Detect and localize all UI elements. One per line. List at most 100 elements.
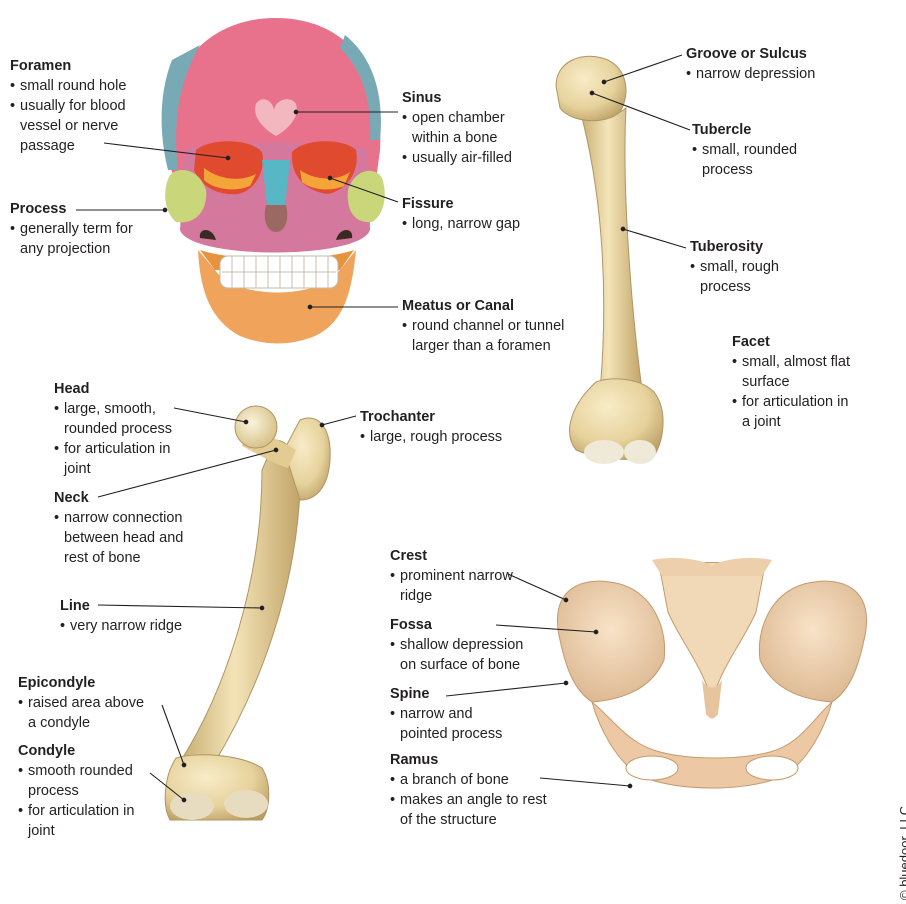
leader-head [173, 407, 247, 423]
leader-tubercle [591, 92, 691, 131]
label-trochanter-bullet: large, rough process [360, 427, 502, 447]
label-condyle: Condyle smooth rounded processfor articu… [18, 741, 134, 841]
label-line: Line very narrow ridge [60, 596, 182, 636]
label-head-bullet: for articulation in joint [54, 439, 172, 479]
leader-line [97, 604, 263, 609]
leader-epicondyle [161, 704, 185, 766]
label-line-title: Line [60, 598, 90, 614]
humerus [555, 55, 664, 464]
leader-ramus [539, 777, 631, 787]
leader-fissure [329, 177, 399, 203]
label-sinus-bullet: usually air-filled [402, 148, 512, 168]
label-fissure-title: Fissure [402, 196, 454, 212]
label-foramen-bullet: usually for blood vessel or nerve passag… [10, 96, 126, 156]
femur [164, 405, 331, 821]
label-process-title: Process [10, 201, 67, 217]
label-meatus-title: Meatus or Canal [402, 298, 514, 314]
label-sinus-bullet: open chamber within a bone [402, 108, 512, 148]
humerus-head [555, 55, 627, 122]
label-fossa-bullet: shallow depression on surface of bone [390, 635, 523, 675]
label-groove-title: Groove or Sulcus [686, 46, 807, 62]
leader-spine [445, 682, 567, 697]
leader-fossa [495, 624, 597, 633]
label-ramus-title: Ramus [390, 752, 439, 768]
label-fissure-bullet: long, narrow gap [402, 214, 520, 234]
leader-neck [97, 449, 277, 498]
label-head-title: Head [54, 381, 90, 397]
label-meatus: Meatus or Canal round channel or tunnel … [402, 296, 564, 356]
label-foramen-title: Foramen [10, 58, 72, 74]
label-facet: Facet small, almost flat surfacefor arti… [732, 332, 850, 432]
leader-trochanter [321, 415, 357, 426]
label-condyle-bullet: for articulation in joint [18, 801, 134, 841]
label-foramen-bullet: small round hole [10, 76, 126, 96]
pelvis-coccyx [702, 680, 722, 719]
skull-temporal-right [340, 35, 381, 140]
label-epicondyle: Epicondyle raised area above a condyle [18, 673, 144, 733]
label-ramus-bullet: a branch of bone [390, 770, 547, 790]
leader-lines [76, 54, 691, 803]
label-tubercle-bullet: small, rounded process [692, 140, 797, 180]
label-neck-bullet: narrow connection between head and rest … [54, 508, 183, 568]
label-spine: Spine narrow and pointed process [390, 684, 502, 744]
label-head: Head large, smooth, rounded processfor a… [54, 379, 172, 479]
label-fossa: Fossa shallow depression on surface of b… [390, 615, 523, 675]
skull-temporal-left [161, 45, 200, 170]
label-process-bullet: generally term for any projection [10, 219, 133, 259]
leader-condyle [149, 772, 185, 801]
label-neck: Neck narrow connection between head and … [54, 488, 183, 568]
femur-trochanter [283, 417, 331, 501]
leader-groove [603, 54, 683, 83]
skull-mandible [198, 250, 356, 344]
skull-teeth [219, 255, 339, 289]
label-epicondyle-title: Epicondyle [18, 675, 96, 691]
label-sinus: Sinus open chamber within a boneusually … [402, 88, 512, 168]
label-tubercle-title: Tubercle [692, 122, 752, 138]
pelvis-ilium-left [557, 580, 666, 703]
label-tubercle: Tubercle small, rounded process [692, 120, 797, 180]
label-crest-title: Crest [390, 548, 428, 564]
label-tuberosity-bullet: small, rough process [690, 257, 779, 297]
leader-tuberosity [622, 228, 687, 249]
label-epicondyle-bullet: raised area above a condyle [18, 693, 144, 733]
label-condyle-bullet: smooth rounded process [18, 761, 134, 801]
pelvis [557, 558, 867, 789]
label-ramus: Ramus a branch of bonemakes an angle to … [390, 750, 547, 830]
label-sinus-title: Sinus [402, 90, 442, 106]
label-tuberosity-title: Tuberosity [690, 239, 764, 255]
label-tuberosity: Tuberosity small, rough process [690, 237, 779, 297]
label-spine-title: Spine [390, 686, 430, 702]
label-groove: Groove or Sulcus narrow depression [686, 44, 815, 84]
skull-zygomatic-left [165, 170, 207, 223]
label-trochanter-title: Trochanter [360, 409, 435, 425]
label-facet-title: Facet [732, 334, 770, 350]
skull-frontal-sinus [255, 99, 297, 136]
label-fossa-title: Fossa [390, 617, 432, 633]
skull-zygomatic-right [347, 170, 385, 223]
label-ramus-bullet: makes an angle to rest of the structure [390, 790, 547, 830]
label-process: Process generally term for any projectio… [10, 199, 133, 259]
label-line-bullet: very narrow ridge [60, 616, 182, 636]
femur-shaft [179, 439, 301, 771]
skull [161, 18, 385, 344]
pelvis-ilium-right [758, 580, 867, 703]
label-foramen: Foramen small round holeusually for bloo… [10, 56, 126, 156]
label-fissure: Fissure long, narrow gap [402, 194, 520, 234]
pelvis-sacrum [659, 562, 765, 702]
label-facet-bullet: small, almost flat surface [732, 352, 850, 392]
label-condyle-title: Condyle [18, 743, 76, 759]
copyright-credit: © bluedoor, LLC [897, 805, 906, 900]
label-head-bullet: large, smooth, rounded process [54, 399, 172, 439]
label-groove-bullet: narrow depression [686, 64, 815, 84]
femur-head [234, 405, 278, 449]
label-spine-bullet: narrow and pointed process [390, 704, 502, 744]
label-facet-bullet: for articulation in a joint [732, 392, 850, 432]
humerus-shaft [579, 106, 643, 393]
label-neck-title: Neck [54, 490, 89, 506]
label-crest: Crest prominent narrow ridge [390, 546, 513, 606]
label-crest-bullet: prominent narrow ridge [390, 566, 513, 606]
label-trochanter: Trochanter large, rough process [360, 407, 502, 447]
label-meatus-bullet: round channel or tunnel larger than a fo… [402, 316, 564, 356]
